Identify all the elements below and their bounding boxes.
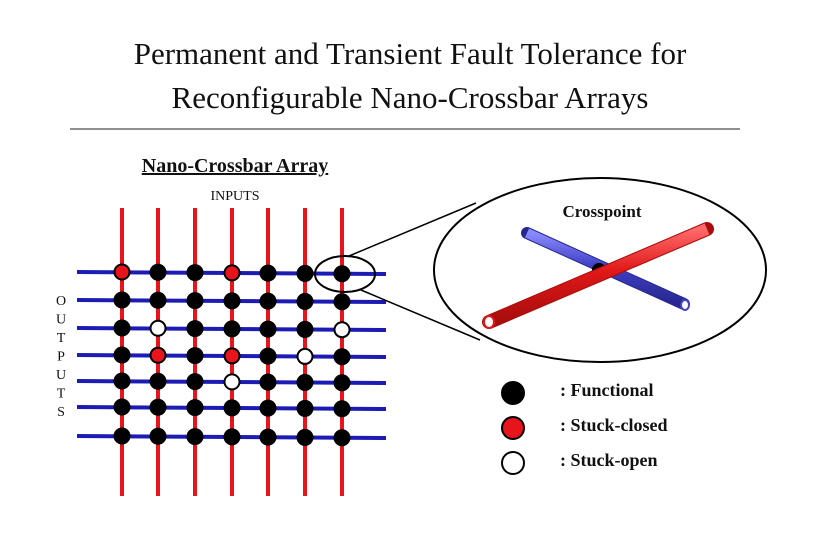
crosspoint-functional <box>223 428 241 446</box>
legend-stuck-open-label: : Stuck-open <box>560 450 658 470</box>
legend: : Functional : Stuck-closed : Stuck-open <box>501 380 668 475</box>
crosspoint-functional <box>223 399 241 417</box>
crosspoint-functional <box>223 320 241 338</box>
crosspoint-functional <box>186 399 204 417</box>
inputs-label: INPUTS <box>210 189 259 204</box>
crosspoint-functional <box>113 319 131 337</box>
crosspoint-functional <box>296 292 314 310</box>
crosspoint-label: Crosspoint <box>562 202 641 221</box>
crosspoint-functional <box>333 429 351 447</box>
crosspoint-functional <box>296 320 314 338</box>
legend-stuck-open-icon <box>501 451 525 475</box>
crosspoint-stuck-open <box>149 319 167 337</box>
legend-stuck-closed-icon <box>501 416 525 440</box>
crosspoint-functional <box>186 428 204 446</box>
crosspoint-functional <box>259 399 277 417</box>
crosspoint-grid <box>113 263 351 447</box>
crosspoint-functional <box>113 427 131 445</box>
crosspoint-functional <box>149 372 167 390</box>
array-label: Nano-Crossbar Array <box>142 155 328 177</box>
title-line-2: Reconfigurable Nano-Crossbar Arrays <box>171 80 649 115</box>
crosspoint-functional <box>186 373 204 391</box>
outputs-letter: S <box>57 405 65 420</box>
crosspoint-functional <box>259 347 277 365</box>
crosspoint-functional <box>333 265 351 283</box>
outputs-letter: P <box>57 350 65 365</box>
zoom-red-wire <box>482 222 714 329</box>
crosspoint-functional <box>113 398 131 416</box>
crosspoint-functional <box>149 291 167 309</box>
outputs-letter: T <box>57 387 66 402</box>
crosspoint-functional <box>259 264 277 282</box>
crosspoint-functional <box>149 398 167 416</box>
crosspoint-functional <box>186 292 204 310</box>
title-line-1: Permanent and Transient Fault Tolerance … <box>133 36 687 71</box>
legend-functional-icon <box>501 381 525 405</box>
crosspoint-functional <box>113 346 131 364</box>
outputs-letter: U <box>56 368 66 383</box>
crosspoint-functional <box>223 292 241 310</box>
crosspoint-functional <box>296 264 314 282</box>
crosspoint-functional <box>149 427 167 445</box>
crosspoint-functional <box>296 428 314 446</box>
crosspoint-stuck-closed <box>223 347 241 365</box>
zoom-line-lower <box>360 289 481 341</box>
crosspoint-functional <box>333 293 351 311</box>
zoom-source-ellipse <box>314 255 376 293</box>
crosspoint-functional <box>259 292 277 310</box>
crosspoint-functional <box>333 348 351 366</box>
crosspoint-stuck-closed <box>223 264 241 282</box>
outputs-letter: O <box>56 294 66 309</box>
crosspoint-functional <box>186 264 204 282</box>
crosspoint-stuck-open <box>333 321 351 339</box>
legend-stuck-closed-label: : Stuck-closed <box>560 415 668 435</box>
outputs-letter: T <box>57 331 66 346</box>
crosspoint-stuck-open <box>223 373 241 391</box>
crosspoint-stuck-open <box>296 347 314 365</box>
crosspoint-functional <box>259 373 277 391</box>
crosspoint-stuck-closed <box>113 263 131 281</box>
crosspoint-functional <box>259 428 277 446</box>
crosspoint-functional <box>296 399 314 417</box>
crosspoint-functional <box>113 372 131 390</box>
crosspoint-functional <box>186 347 204 365</box>
legend-functional-label: : Functional <box>560 380 654 400</box>
crosspoint-functional <box>333 374 351 392</box>
crosspoint-functional <box>186 320 204 338</box>
crosspoint-functional <box>296 373 314 391</box>
crosspoint-functional <box>113 291 131 309</box>
crosspoint-stuck-closed <box>149 346 167 364</box>
zoom-line-upper <box>348 202 477 257</box>
outputs-letter: U <box>56 313 66 328</box>
crosspoint-functional <box>333 400 351 418</box>
crosspoint-functional <box>149 263 167 281</box>
crosspoint-functional <box>259 320 277 338</box>
